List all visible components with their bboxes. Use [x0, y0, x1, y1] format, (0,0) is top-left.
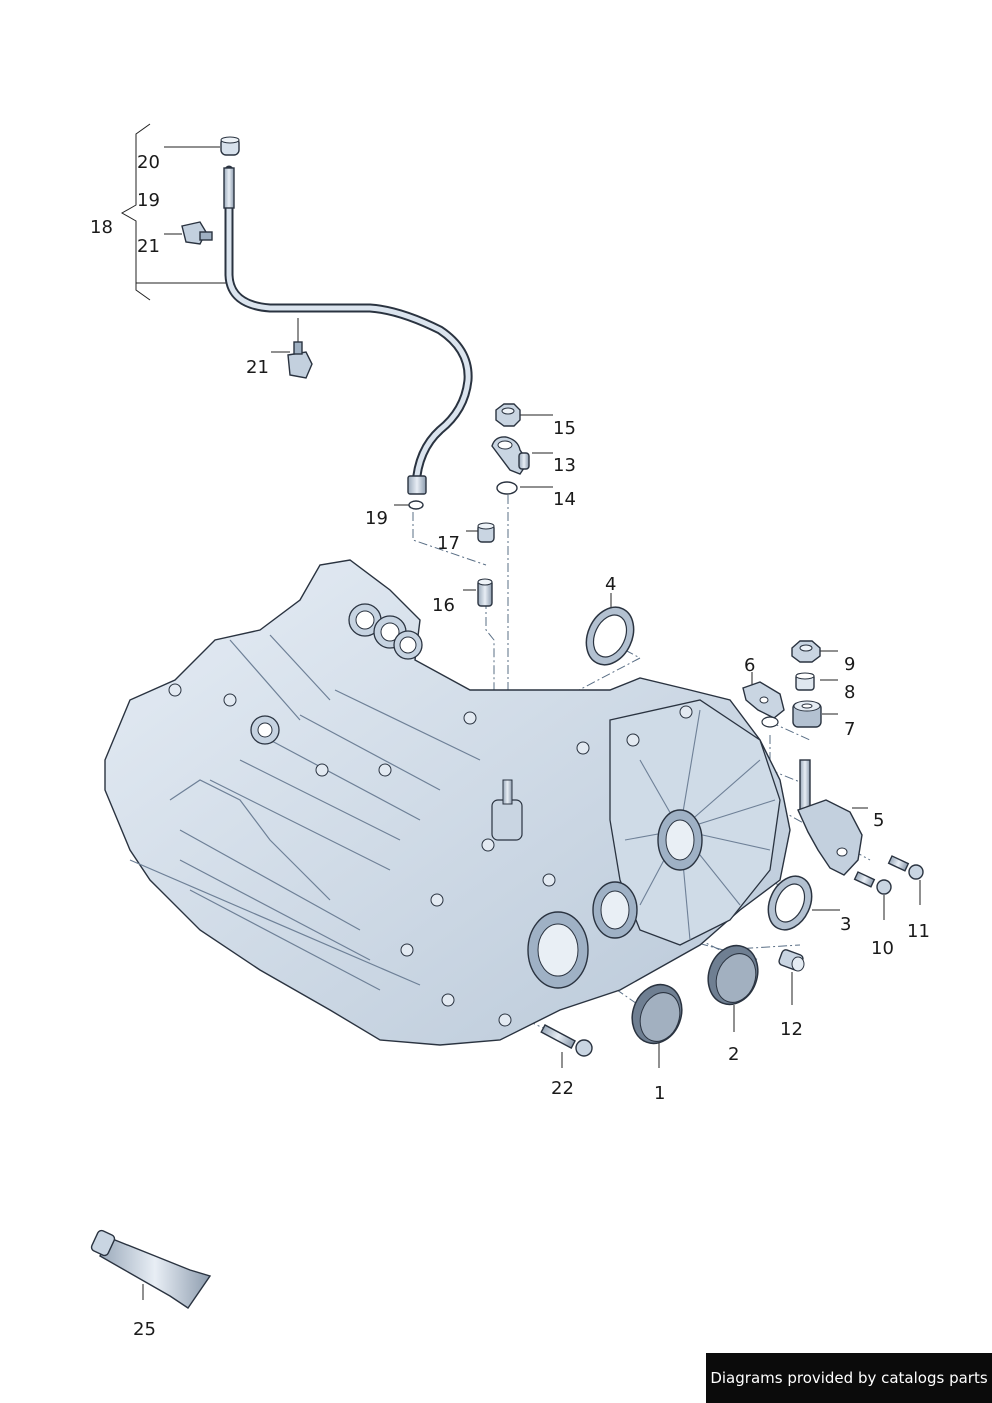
callout-6: 6 [744, 655, 756, 676]
washer-part-14 [496, 481, 518, 495]
clip-part-21-upper [181, 221, 213, 245]
bolt-part-10 [853, 871, 892, 895]
sealant-tube-part-25 [90, 1229, 212, 1309]
bracket-part-13 [491, 436, 530, 475]
bolt-part-22 [540, 1024, 593, 1057]
bush-part-8 [795, 672, 815, 691]
bracket-group-18 [120, 123, 228, 301]
breather-pipe-part-19 [223, 165, 473, 495]
callout-20: 20 [137, 152, 160, 173]
catalog-credit-banner: Diagrams provided by catalogs parts [706, 1353, 992, 1403]
callout-3: 3 [840, 914, 852, 935]
nut-part-15 [495, 403, 521, 427]
callout-4: 4 [605, 574, 617, 595]
callout-10: 10 [871, 938, 894, 959]
callout-2: 2 [728, 1044, 740, 1065]
cap-part-20 [220, 136, 240, 156]
callout-14: 14 [553, 489, 576, 510]
callout-17: 17 [437, 533, 460, 554]
leader-lines [142, 146, 921, 1300]
callout-12: 12 [780, 1019, 803, 1040]
callout-1: 1 [654, 1083, 666, 1104]
callout-18: 18 [90, 217, 113, 238]
bracket-part-5 [797, 759, 863, 876]
cover-cap-part-2 [707, 944, 759, 1006]
cover-cap-part-1 [631, 983, 683, 1045]
callout-13: 13 [553, 455, 576, 476]
callout-15: 15 [553, 418, 576, 439]
seal-ring-part-4 [585, 606, 635, 666]
bolt-part-11 [887, 855, 924, 880]
callout-25: 25 [133, 1319, 156, 1340]
nut-part-9 [791, 640, 821, 663]
callout-8: 8 [844, 682, 856, 703]
plug-part-17 [477, 522, 495, 543]
catalog-credit-text: Diagrams provided by catalogs parts [710, 1369, 988, 1387]
callout-11: 11 [907, 921, 930, 942]
bracket-part-6 [742, 681, 785, 728]
seal-ring-part-3 [767, 875, 813, 931]
callout-7: 7 [844, 719, 856, 740]
callout-9: 9 [844, 654, 856, 675]
clip-part-21-lower [287, 341, 313, 379]
plug-part-12 [778, 949, 805, 972]
sleeve-part-16 [477, 578, 493, 607]
callout-19-lower: 19 [365, 508, 388, 529]
washer-part-19 [408, 500, 424, 510]
callout-16: 16 [432, 595, 455, 616]
callout-21-upper: 21 [137, 236, 160, 257]
callout-5: 5 [873, 810, 885, 831]
mount-part-7 [792, 700, 822, 728]
callout-22: 22 [551, 1078, 574, 1099]
callout-21-lower: 21 [246, 357, 269, 378]
callout-19-upper: 19 [137, 190, 160, 211]
transmission-housing [104, 559, 791, 1046]
